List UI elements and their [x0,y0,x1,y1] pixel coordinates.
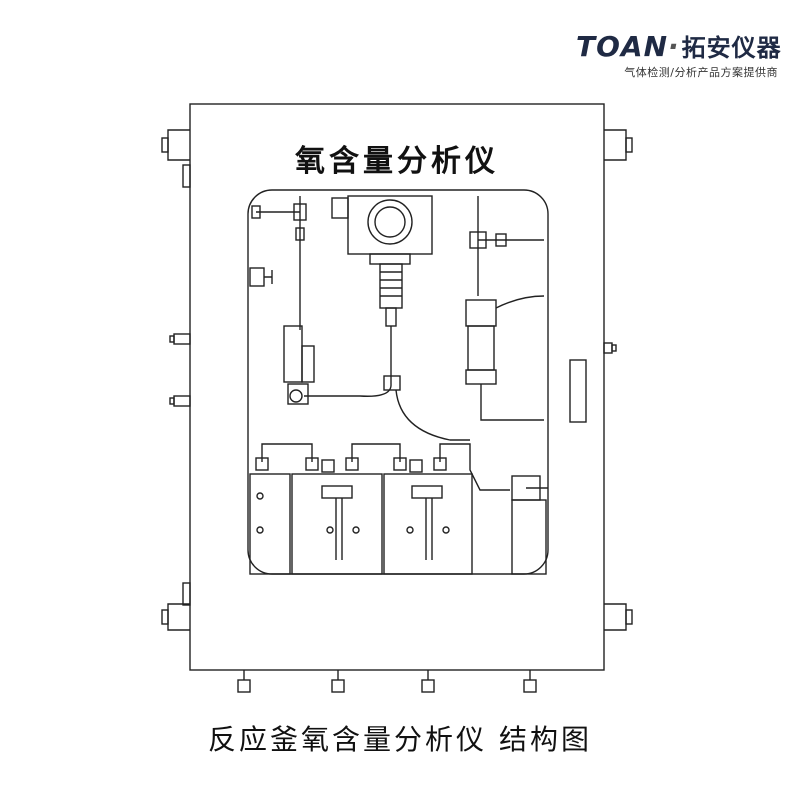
logo-wordmark: TOAN·拓安仪器 [576,28,782,63]
filter [465,295,545,421]
sensor-body [379,263,403,327]
mounting-bracket-bottom-right [604,603,633,631]
brand-logo: TOAN·拓安仪器 气体检测/分析产品方案提供商 [558,24,790,84]
logo-tagline: 气体检测/分析产品方案提供商 [624,66,778,79]
flowmeter [283,325,315,405]
mounting-bracket-top-left [161,129,190,161]
right-tubing [469,196,544,296]
logo-brand-latin: TOAN [576,30,669,63]
hinge-top [182,164,191,188]
figure-caption: 反应釜氧含量分析仪 结构图 [208,723,592,756]
door-handle [569,359,587,423]
filter-module-1 [249,473,291,575]
side-fitting-2 [169,395,191,407]
filter-module-2 [291,473,383,575]
panel-title: 氧含量分析仪 [295,144,499,179]
bottom-port-3 [421,670,435,693]
bottom-port-4 [523,670,537,693]
logo-brand-chinese: 拓安仪器 [681,34,782,62]
left-side-port [249,267,273,287]
logo-separator: · [668,30,680,63]
bottom-port-1 [237,670,251,693]
cabinet-enclosure [189,103,605,671]
right-side-fitting [603,342,617,354]
hinge-bottom [182,582,191,606]
mounting-bracket-top-right [604,129,633,161]
filter-module-4 [511,499,547,575]
bottom-port-2 [331,670,345,693]
oxygen-sensor-head [331,195,433,265]
side-fitting-1 [169,333,191,345]
filter-module-3 [383,473,473,575]
mounting-bracket-bottom-left [161,603,190,631]
manifold-tubing [255,443,510,491]
inlet-tubing [251,196,307,330]
sensor-outlet-tubing [304,326,470,441]
